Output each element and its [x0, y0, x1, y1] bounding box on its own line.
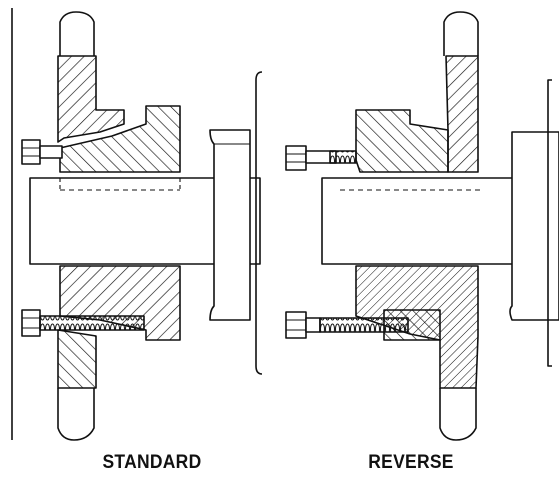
reverse-sprocket-tooth-top — [443, 11, 479, 56]
standard-sprocket-tooth-bottom — [57, 388, 95, 441]
standard-bushing-upper — [59, 105, 181, 173]
standard-label: STANDARD — [102, 452, 202, 473]
reverse-bracket — [547, 79, 552, 367]
reverse-screw-bottom — [285, 311, 409, 339]
standard-screw-bottom — [21, 309, 145, 337]
reverse-bushing-upper — [355, 109, 449, 173]
standard-bracket — [255, 71, 263, 375]
standard-sprocket-lower — [57, 329, 97, 389]
standard-sprocket-tooth-top — [59, 11, 95, 56]
reverse-label: REVERSE — [368, 452, 454, 473]
standard-hub-plate — [209, 129, 251, 321]
reverse-sprocket-tooth-bottom — [439, 388, 477, 441]
reverse-assembly — [285, 11, 559, 441]
standard-screw-top — [21, 139, 63, 165]
reverse-hub-plate — [509, 131, 559, 321]
standard-assembly — [21, 11, 263, 441]
standard-sprocket-upper — [57, 55, 125, 143]
reverse-sprocket-upper — [445, 55, 479, 173]
reverse-screw-top — [285, 145, 357, 171]
